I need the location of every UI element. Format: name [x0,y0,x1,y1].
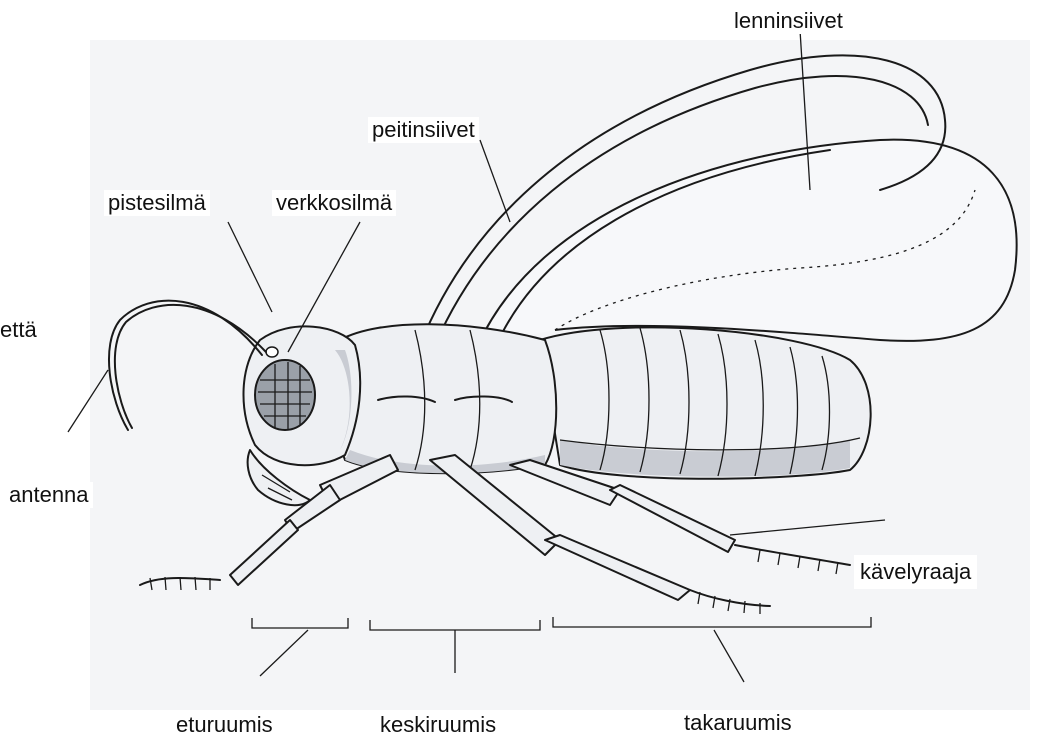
label-peitinsiivet: peitinsiivet [368,117,479,143]
label-antenna: antenna [5,482,93,508]
label-lenninsiivet: lenninsiivet [730,8,847,34]
label-tuntosarvi-fragment: että [0,317,41,343]
compound-eye [255,360,315,430]
label-takaruumis: takaruumis [680,710,796,736]
label-pistesilma: pistesilmä [104,190,210,216]
ocellus [266,347,278,357]
label-kavelyraaja: kävelyraaja [854,555,977,589]
label-eturuumis: eturuumis [172,712,277,738]
abdomen [540,327,871,478]
label-verkkosilma: verkkosilmä [272,190,396,216]
label-keskiruumis: keskiruumis [376,712,500,738]
thorax [333,324,556,473]
